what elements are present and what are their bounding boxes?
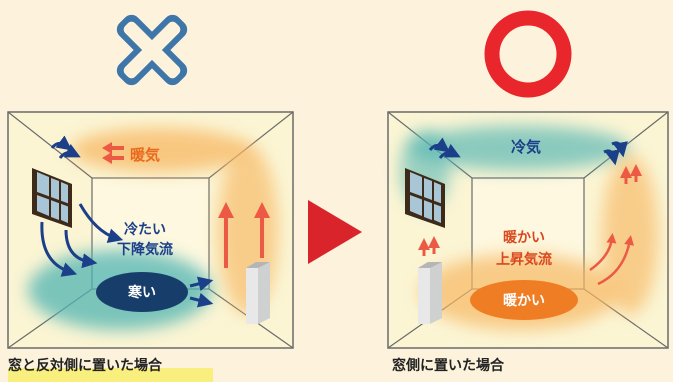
warm-flow-label-1: 暖かい [503,229,545,246]
right-room [387,111,669,349]
cool-air-glow [410,126,630,170]
cold-swirl-arrow [58,143,81,159]
next-arrow-icon [308,200,362,264]
cool-swirl-arrow [603,149,620,166]
cold-descent-arrow [64,229,98,269]
cold-center-oval [96,272,188,312]
warm-air-label: 暖気 [130,146,160,164]
warm-center-label: 暖かい [503,292,545,309]
caption-highlight [8,368,213,382]
warm-flow-label-2: 上昇気流 [496,251,552,268]
cold-spread-arrow [189,292,214,308]
cold-flow-arrow [78,203,124,244]
heater-icon [418,262,442,324]
heater-icon [246,262,270,324]
cool-swirl-arrow [611,141,628,158]
window-icon [405,168,445,228]
cross-mark-icon [116,14,188,86]
cold-spread-arrow [189,276,214,292]
cold-flow-label-1: 冷たい [124,221,166,238]
window-icon [32,168,72,228]
cool-swirl-arrow [438,143,461,159]
cool-swirl-arrow [428,137,451,153]
cold-center-label: 寒い [128,284,156,301]
warm-air-glow [70,128,250,172]
left-room [7,111,294,349]
circle-mark-icon [484,10,572,98]
cold-flow-label-2: 下降気流 [117,241,173,258]
warm-wall-glow [602,155,658,315]
warm-center-oval [470,280,578,320]
warm-flow-arrow-icon [102,142,112,154]
right-caption: 窓側に置いた場合 [392,358,504,374]
warm-flow-arrow-icon [102,152,112,164]
warm-rise-arrow [597,235,634,286]
left-caption: 窓と反対側に置いた場合 [8,358,162,374]
warm-rise-arrow [589,233,617,272]
cool-air-label: 冷気 [511,138,541,156]
cold-descent-arrow [40,221,78,277]
